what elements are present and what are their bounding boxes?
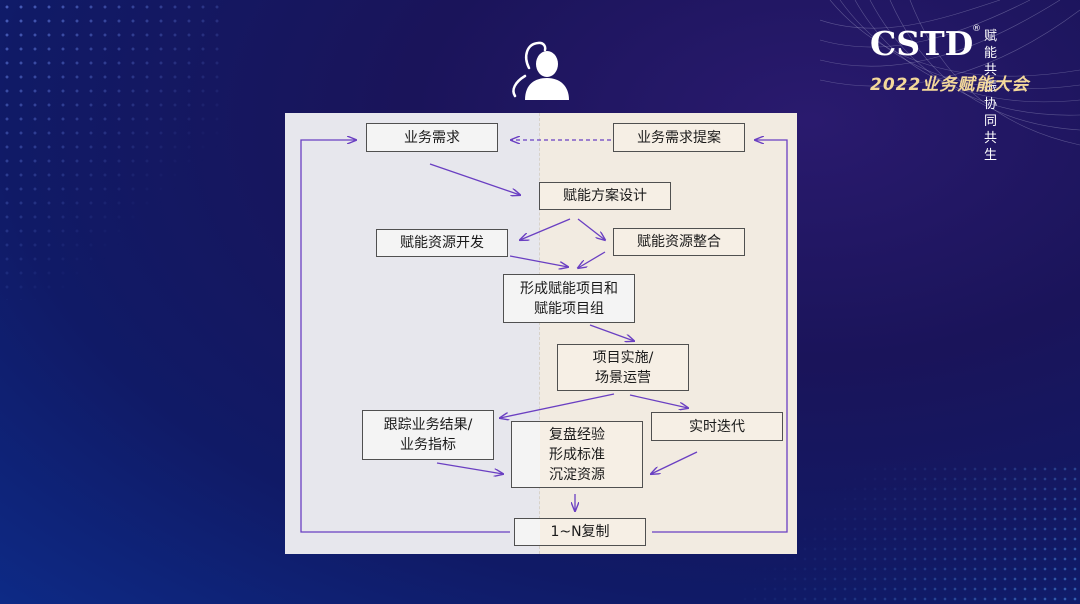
node-business-need: 业务需求: [366, 123, 498, 152]
node-project-implementation: 项目实施/ 场景运营: [557, 344, 689, 391]
registered-mark: ®: [972, 24, 981, 34]
node-track-results: 跟踪业务结果/ 业务指标: [362, 410, 494, 460]
node-replicate: 1~N复制: [514, 518, 646, 546]
node-form-project-line-2: 赋能项目组: [534, 300, 604, 317]
tagline-line-1: 赋能共振: [984, 29, 1001, 95]
node-review-line-1: 复盘经验: [549, 426, 605, 443]
node-enablement-plan-design: 赋能方案设计: [539, 182, 671, 210]
tagline-line-2: 协同共生: [984, 97, 1001, 163]
node-form-project-line-1: 形成赋能项目和: [520, 280, 618, 297]
event-title: 2022业务赋能大会: [870, 75, 1030, 95]
node-project-implementation-line-2: 场景运营: [595, 369, 651, 386]
wire-mesh-decoration: [820, 0, 1080, 146]
logo-tagline: 赋能共振 协同共生: [984, 28, 1000, 164]
node-project-implementation-line-1: 项目实施/: [592, 349, 654, 366]
dot-pattern-left: [0, 0, 220, 300]
node-track-results-line-1: 跟踪业务结果/: [383, 417, 473, 433]
logo-text: CSTD: [870, 24, 974, 63]
node-business-need-proposal: 业务需求提案: [613, 123, 745, 152]
node-review-line-3: 沉淀资源: [549, 466, 605, 483]
node-resource-integration: 赋能资源整合: [613, 228, 745, 256]
user-icon: [512, 41, 569, 100]
node-review-line-2: 形成标准: [549, 446, 605, 463]
node-review: 复盘经验 形成标准 沉淀资源: [511, 421, 643, 488]
node-track-results-line-2: 业务指标: [400, 437, 456, 453]
panel-divider: [539, 113, 540, 554]
node-resource-development: 赋能资源开发: [376, 229, 508, 257]
node-realtime-iteration: 实时迭代: [651, 412, 783, 441]
node-form-project: 形成赋能项目和 赋能项目组: [503, 274, 635, 323]
